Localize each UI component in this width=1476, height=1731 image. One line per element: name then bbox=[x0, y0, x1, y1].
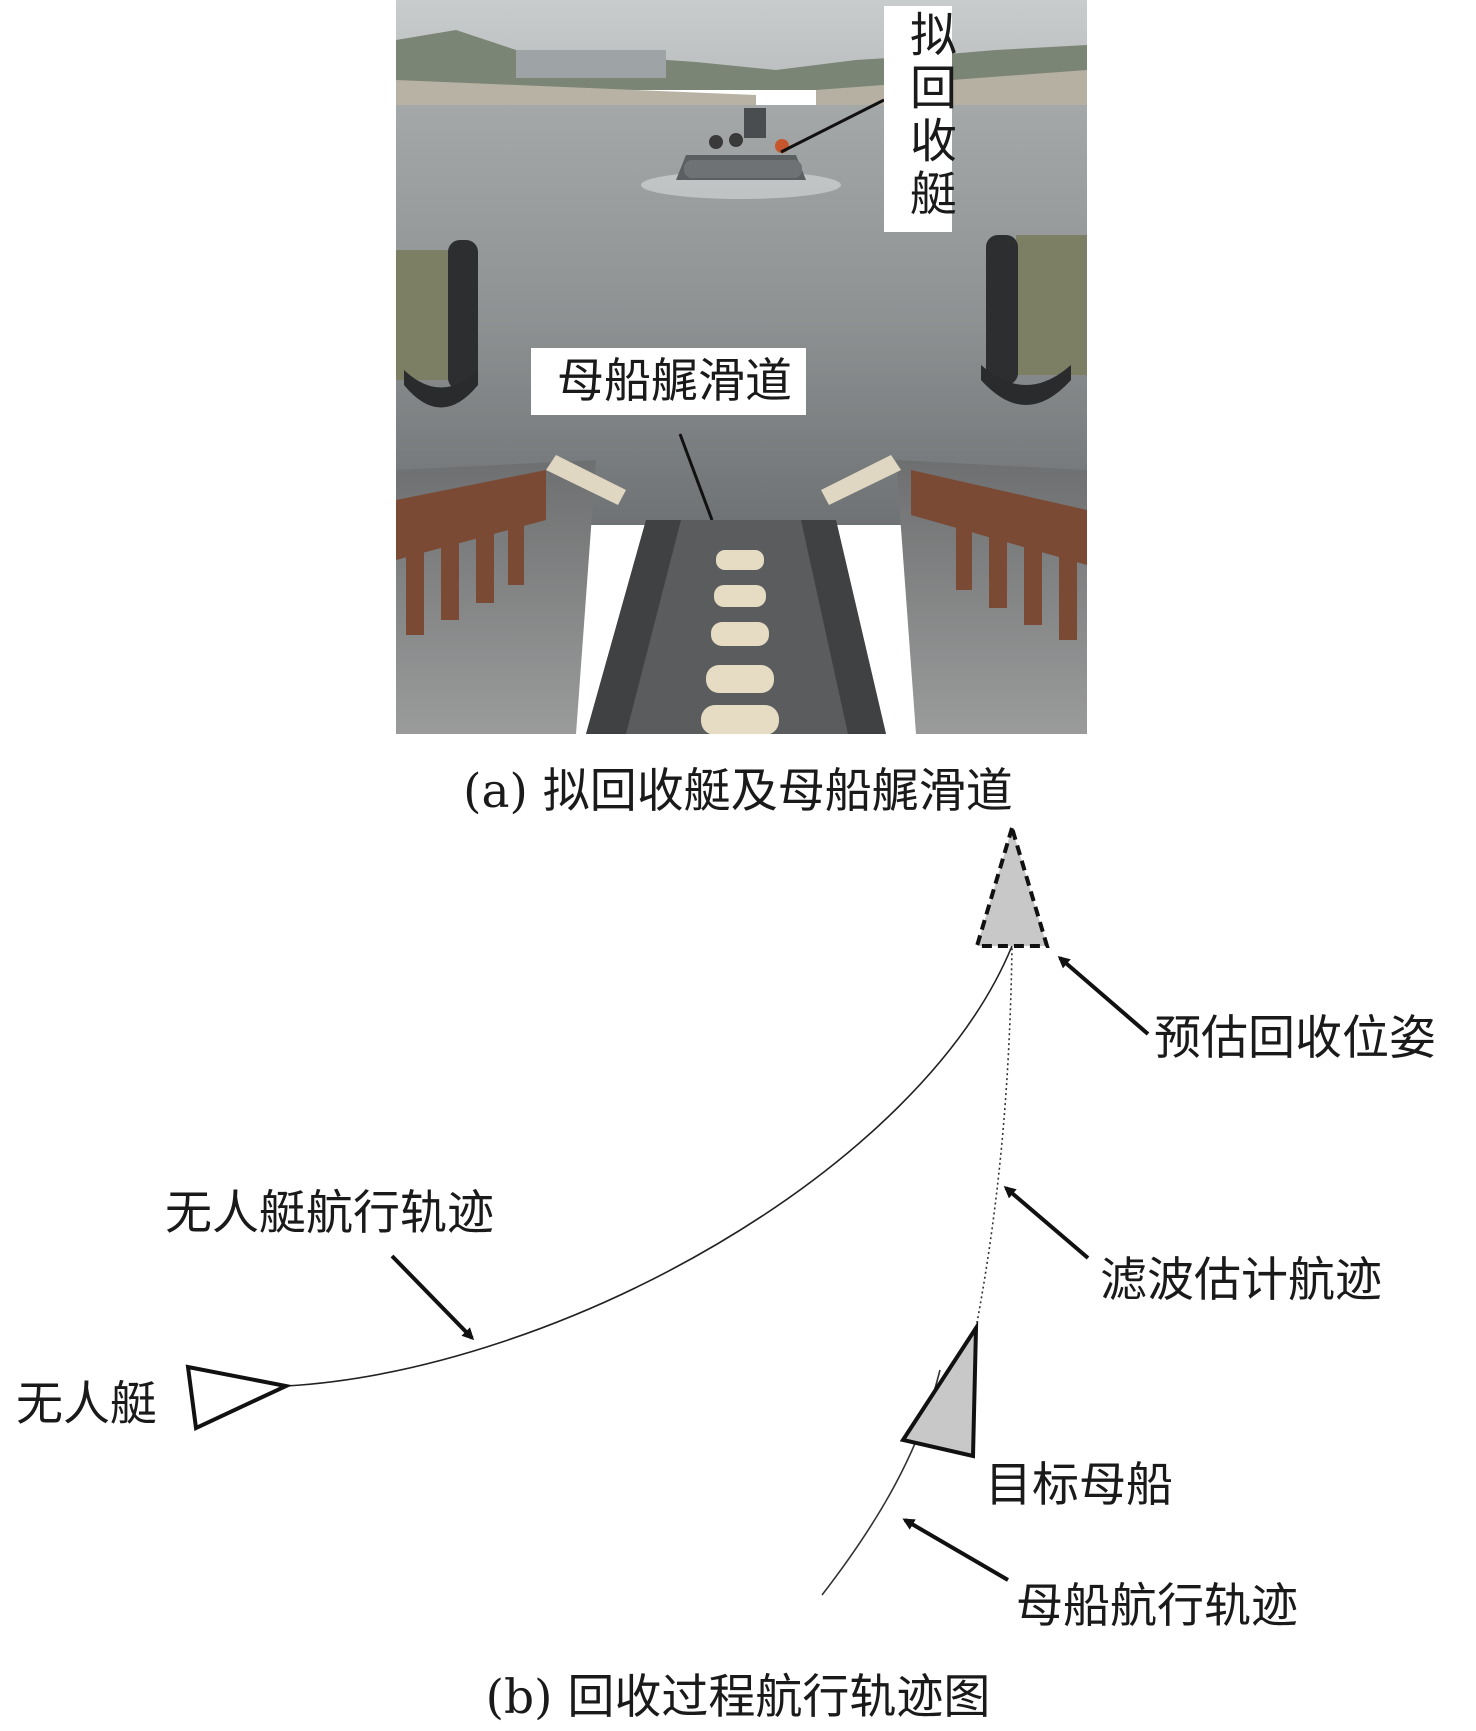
fender-left bbox=[546, 455, 626, 505]
slipway-label: 母船艉滑道 bbox=[531, 348, 806, 415]
mothership-track-arrow bbox=[902, 1518, 1010, 1582]
photo-scene bbox=[396, 0, 1087, 734]
mothership-track-label: 母船航行轨迹 bbox=[1016, 1579, 1298, 1634]
mothership-marker bbox=[899, 1321, 979, 1459]
estimated-pose-arrow bbox=[1057, 956, 1150, 1036]
mothership-track-line bbox=[821, 1369, 941, 1596]
mothership-label: 目标母船 bbox=[985, 1458, 1173, 1513]
far-building bbox=[516, 50, 666, 78]
recovery-boat-label: 拟回收艇 bbox=[884, 6, 956, 232]
rust-frames-left bbox=[396, 470, 546, 635]
slipway-rail-left bbox=[586, 520, 681, 734]
slipway-leader bbox=[678, 433, 714, 521]
recovery-boat-leader bbox=[780, 98, 885, 154]
caption-b: (b) 回收过程航行轨迹图 bbox=[485, 1670, 991, 1725]
usv-track-line bbox=[285, 945, 1013, 1387]
filtered-track-arrow bbox=[1003, 1186, 1090, 1260]
usv-track-arrow bbox=[390, 1254, 475, 1341]
left-davit bbox=[396, 240, 478, 408]
filtered-track-line bbox=[975, 945, 1013, 1329]
estimated-pose-marker bbox=[974, 820, 1050, 948]
slipway-rail-right bbox=[801, 520, 886, 734]
filtered-track-label: 滤波估计航迹 bbox=[1100, 1253, 1382, 1308]
right-davit bbox=[981, 235, 1087, 405]
usv-marker bbox=[185, 1364, 293, 1431]
recovery-photo: 拟回收艇 母船艉滑道 bbox=[396, 0, 1087, 734]
usv-track-label: 无人艇航行轨迹 bbox=[165, 1186, 494, 1241]
rust-frames-right bbox=[911, 470, 1087, 640]
recovery-boat bbox=[641, 108, 841, 199]
usv-label: 无人艇 bbox=[16, 1377, 157, 1432]
caption-a: (a) 拟回收艇及母船艉滑道 bbox=[463, 764, 1013, 819]
fender-right bbox=[821, 455, 901, 505]
estimated-pose-label: 预估回收位姿 bbox=[1154, 1011, 1436, 1066]
slipway-rollers bbox=[701, 550, 779, 734]
